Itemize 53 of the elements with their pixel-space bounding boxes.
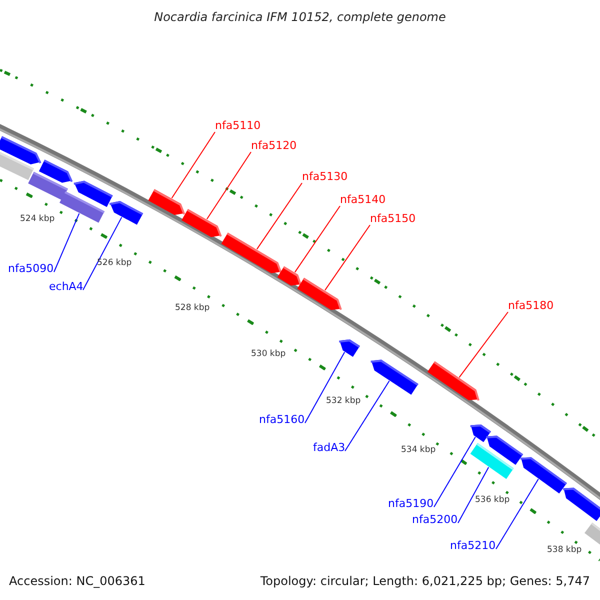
- leader-line: [54, 212, 80, 272]
- scale-label: 532 kbp: [326, 396, 361, 406]
- gene-glyph: [277, 266, 302, 286]
- gene-label: nfa5180: [508, 299, 554, 312]
- gene-glyph: [371, 359, 419, 395]
- scale-label: 530 kbp: [251, 349, 286, 359]
- scale-label: 536 kbp: [475, 495, 510, 505]
- gene-glyph: [0, 151, 34, 181]
- gene-label: nfa5130: [302, 170, 348, 183]
- gene-label: nfa5110: [215, 119, 261, 132]
- gene-label: nfa5190: [388, 497, 434, 510]
- leader-line: [324, 224, 370, 291]
- scale-label: 526 kbp: [97, 258, 132, 268]
- gene-glyph: [221, 232, 282, 274]
- title: Nocardia farcinica IFM 10152, complete genome: [153, 10, 447, 24]
- gene-glyph: [181, 208, 222, 238]
- gene-glyph: [563, 487, 600, 521]
- gene-glyph: [109, 201, 144, 225]
- gene-label: nfa5200: [412, 513, 458, 526]
- leader-line: [294, 206, 340, 273]
- leader-line: [344, 380, 390, 452]
- leader-line: [458, 312, 508, 378]
- leader-line: [458, 466, 490, 524]
- gene-label: nfa5140: [340, 193, 386, 206]
- gene-glyph: [38, 159, 73, 183]
- leader-line: [206, 152, 252, 220]
- gene-glyph: [427, 361, 479, 401]
- gene-label: fadA3: [313, 441, 346, 454]
- scale-label: 538 kbp: [547, 545, 582, 555]
- gene-label: nfa5160: [259, 413, 305, 426]
- gene-glyph: [148, 189, 185, 216]
- scale-label: 524 kbp: [20, 214, 55, 224]
- gene-label: nfa5120: [251, 139, 297, 152]
- leader-line: [256, 182, 302, 250]
- leader-line: [171, 132, 216, 199]
- scale-label: 528 kbp: [175, 303, 210, 313]
- leader-line: [82, 216, 122, 290]
- leader-line: [496, 478, 539, 550]
- gene-glyph: [339, 339, 360, 357]
- gene-label: echA4: [49, 280, 84, 293]
- gene-label: nfa5090: [8, 262, 54, 275]
- gene-glyph: [486, 435, 524, 465]
- genome-info-text: Topology: circular; Length: 6,021,225 bp; Genes: 5,747: [260, 574, 590, 588]
- gene-label: nfa5150: [370, 212, 416, 225]
- gene-glyph: [297, 277, 342, 310]
- gene-glyph: [74, 180, 113, 207]
- leader-line: [434, 436, 476, 508]
- gene-glyph: [520, 457, 567, 494]
- gene-glyph: [470, 424, 491, 443]
- scale-label: 534 kbp: [401, 445, 436, 455]
- gene-label: nfa5210: [450, 539, 496, 552]
- leader-line: [304, 352, 346, 424]
- accession-text: Accession: NC_006361: [9, 574, 146, 588]
